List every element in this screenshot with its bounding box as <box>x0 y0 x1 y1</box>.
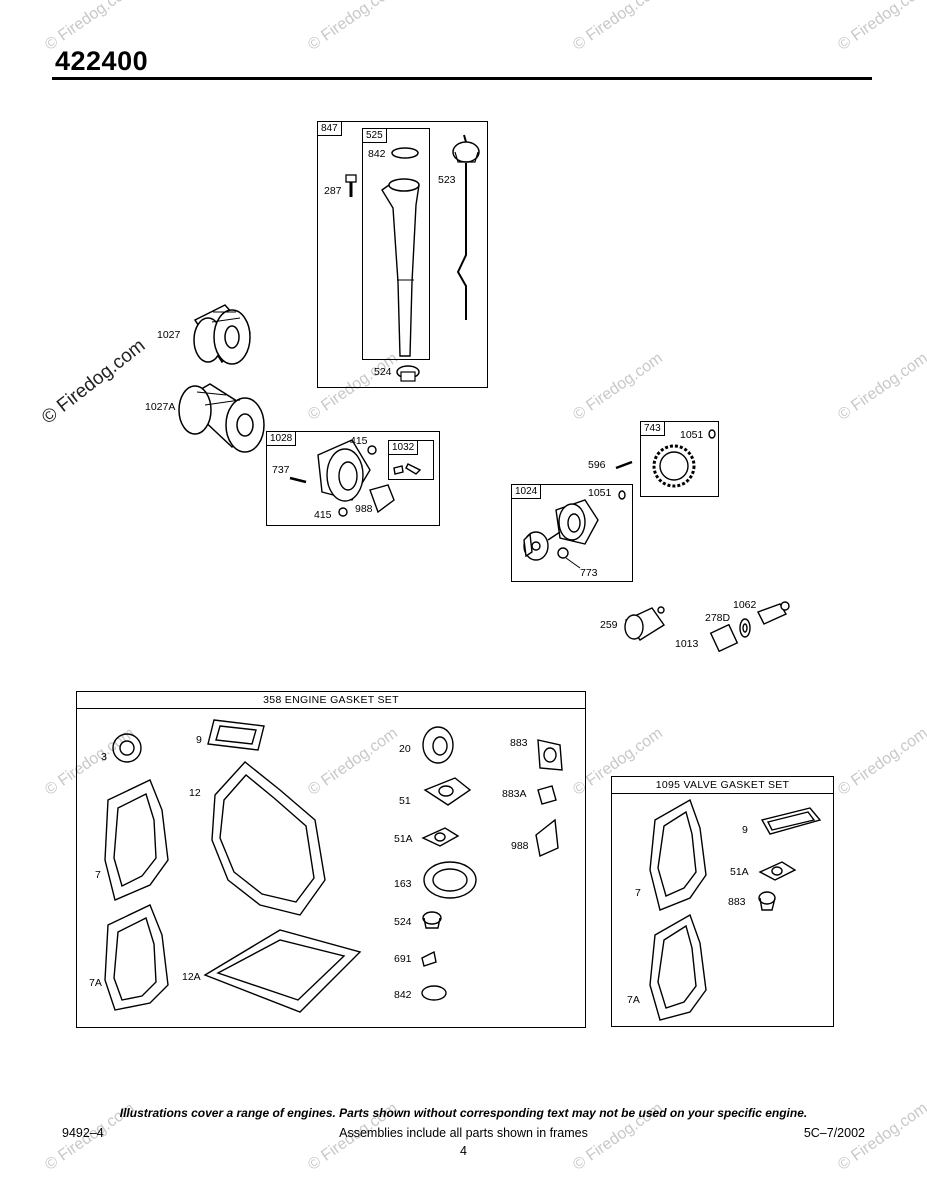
gasket-label-7: 7 <box>95 869 101 881</box>
part-number-259: 259 <box>600 619 618 631</box>
valve-label-7: 7 <box>635 887 641 899</box>
engine-gasket-set-title: 358 ENGINE GASKET SET <box>77 692 585 709</box>
valve-label-51A: 51A <box>730 866 749 878</box>
gasket-label-9: 9 <box>196 734 202 746</box>
assemblies-note: Assemblies include all parts shown in fr… <box>339 1126 588 1140</box>
part-number-1013: 1013 <box>675 638 699 650</box>
disclaimer-text: Illustrations cover a range of engines. … <box>119 1106 808 1120</box>
revision-date: 5C–7/2002 <box>803 1126 865 1140</box>
gasket-label-842: 842 <box>394 989 412 1001</box>
gasket-label-883A: 883A <box>502 788 527 800</box>
part-number-278D: 278D <box>705 612 731 624</box>
frame-1032: 1032 <box>388 440 434 480</box>
part-number-524: 524 <box>374 366 392 378</box>
part-number-988: 988 <box>355 503 373 515</box>
part-number-1027A: 1027A <box>145 401 176 413</box>
page-number: 4 <box>460 1144 467 1158</box>
header-rule <box>52 77 872 80</box>
part-number-1027: 1027 <box>157 329 181 341</box>
frame-1028: 1028 <box>266 431 440 526</box>
part-number-1051: 1051 <box>680 429 704 441</box>
frame-label: 1028 <box>267 432 297 446</box>
part-number-415: 415 <box>350 435 368 447</box>
part-number-773: 773 <box>580 567 598 579</box>
gasket-label-524: 524 <box>394 916 412 928</box>
gasket-label-51A: 51A <box>394 833 413 845</box>
frame-1024: 1024 <box>511 484 633 582</box>
valve-label-883: 883 <box>728 896 746 908</box>
frame-847: 847 <box>317 121 488 388</box>
gasket-label-12: 12 <box>189 787 201 799</box>
gasket-label-20: 20 <box>399 743 411 755</box>
frame-label: 1032 <box>389 441 419 455</box>
gasket-label-163: 163 <box>394 878 412 890</box>
valve-gasket-set-frame: 1095 VALVE GASKET SET <box>611 776 834 1027</box>
gasket-label-3: 3 <box>101 751 107 763</box>
document-code: 9492–4 <box>62 1126 104 1140</box>
frame-label: 847 <box>318 122 342 136</box>
part-number-596: 596 <box>588 459 606 471</box>
gasket-label-988: 988 <box>511 840 529 852</box>
part-number-1051: 1051 <box>588 487 612 499</box>
part-number-523: 523 <box>438 174 456 186</box>
part-number-737: 737 <box>272 464 290 476</box>
frame-label: 743 <box>641 422 665 436</box>
frame-743: 743 <box>640 421 719 497</box>
valve-gasket-set-title: 1095 VALVE GASKET SET <box>612 777 833 794</box>
gasket-label-7A: 7A <box>89 977 102 989</box>
valve-label-9: 9 <box>742 824 748 836</box>
part-number-1062: 1062 <box>733 599 757 611</box>
model-number: 422400 <box>55 46 149 76</box>
gasket-label-12A: 12A <box>182 971 201 983</box>
frame-label: 525 <box>363 129 387 143</box>
engine-gasket-set-frame: 358 ENGINE GASKET SET <box>76 691 586 1028</box>
part-number-842: 842 <box>368 148 386 160</box>
gasket-label-883: 883 <box>510 737 528 749</box>
frame-label: 1024 <box>512 485 542 499</box>
part-number-415: 415 <box>314 509 332 521</box>
gasket-label-51: 51 <box>399 795 411 807</box>
frame-525: 525 <box>362 128 430 360</box>
valve-label-7A: 7A <box>627 994 640 1006</box>
part-number-287: 287 <box>324 185 342 197</box>
gasket-label-691: 691 <box>394 953 412 965</box>
